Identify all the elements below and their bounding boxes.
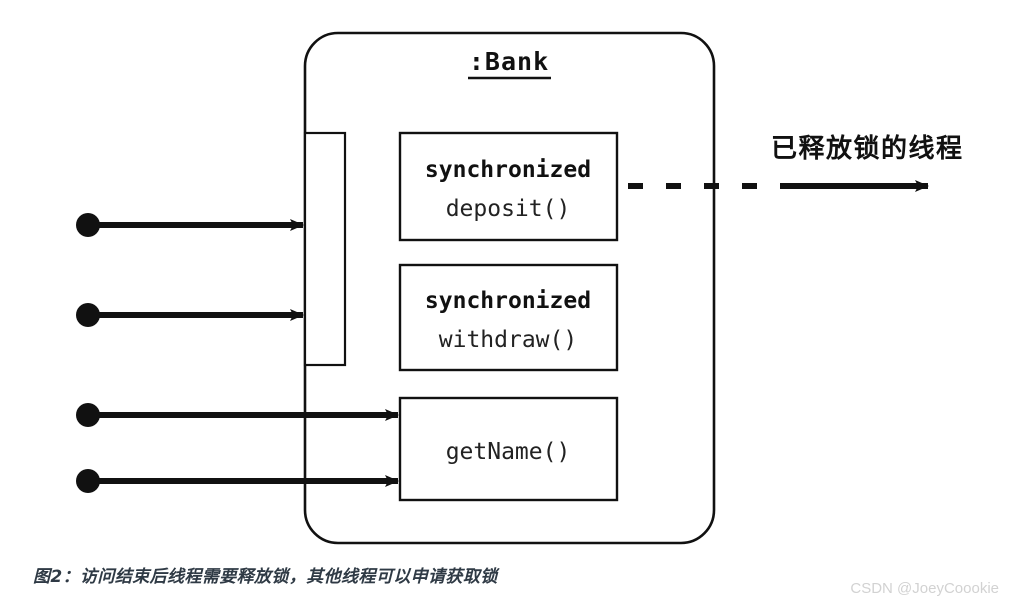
method-box-withdraw — [398, 263, 619, 372]
method-modifier-deposit: synchronized — [425, 157, 591, 183]
method-modifier-withdraw: synchronized — [425, 288, 591, 314]
method-box-getname — [398, 396, 619, 502]
thread-dot-2 — [76, 303, 100, 327]
csdn-watermark: CSDN @JoeyCoookie — [850, 580, 999, 597]
method-name-deposit: deposit() — [446, 196, 571, 222]
thread-dot-3 — [76, 403, 100, 427]
figure-caption: 图2：访问结束后线程需要释放锁，其他线程可以申请获取锁 — [33, 567, 498, 587]
thread-dot-1 — [76, 213, 100, 237]
method-name-withdraw: withdraw() — [439, 327, 577, 353]
method-name-getname: getName() — [446, 439, 571, 465]
lock-bar — [303, 131, 347, 367]
thread-dot-4 — [76, 469, 100, 493]
method-box-deposit — [398, 131, 619, 242]
released-thread-label: 已释放锁的线程 — [771, 133, 964, 164]
bank-class-title: :Bank — [469, 47, 549, 76]
